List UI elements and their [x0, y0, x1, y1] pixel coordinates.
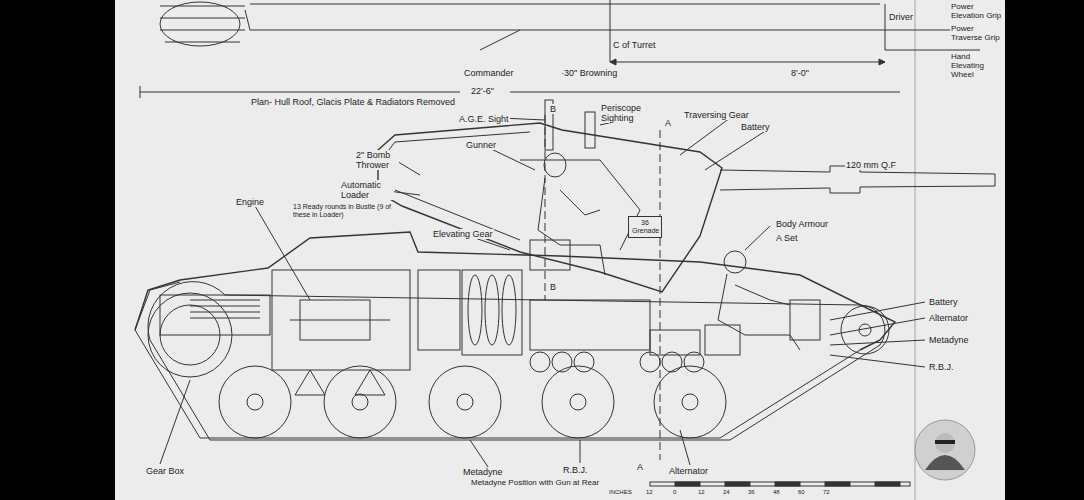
crew-label: Gunner — [465, 140, 497, 150]
weapon-label: 2" Bomb Thrower — [355, 150, 399, 170]
part-label: A Set — [775, 233, 799, 243]
part-label: Metadyne — [928, 335, 970, 345]
part-label: Alternator — [668, 466, 709, 476]
note: 13 Ready rounds in Bustle (9 of these in… — [292, 203, 394, 219]
section-mark: B — [549, 104, 557, 114]
part-label: Gear Box — [145, 466, 185, 476]
part-label: A.G.E. Sight — [458, 114, 510, 124]
section-mark: A — [664, 118, 672, 128]
part-label: Automatic Loader — [340, 180, 394, 200]
control-label: Power Elevation Grip — [950, 2, 1004, 20]
weapon-label: 120 mm Q.F — [845, 160, 897, 170]
scale-number: 48 — [772, 489, 781, 496]
crew-label: Commander — [463, 68, 515, 78]
scale-number: 72 — [822, 489, 831, 496]
section-mark: B — [549, 282, 557, 292]
control-label: Hand Elevating Wheel — [950, 52, 1004, 79]
box-text: 36 Grenade — [629, 217, 661, 237]
part-label: Periscope Sighting — [600, 103, 650, 123]
centerline-label: C of Turret — [612, 40, 657, 50]
view-title: Plan- Hull Roof, Glacis Plate & Radiator… — [250, 97, 456, 107]
scale-number: 0 — [672, 489, 677, 496]
part-label: Battery — [928, 297, 959, 307]
scale-number: 12 — [645, 489, 654, 496]
dimension: 22'-6" — [470, 86, 495, 96]
part-label: Body Armour — [775, 219, 829, 229]
section-mark: A — [636, 462, 644, 472]
scale-number: 36 — [747, 489, 756, 496]
weapon-label: ·30" Browning — [560, 68, 618, 78]
part-label: R.B.J. — [562, 465, 589, 475]
part-label: Engine — [235, 197, 265, 207]
scale-unit: INCHES — [608, 489, 633, 496]
scale-number: 24 — [722, 489, 731, 496]
scale-number: 12 — [697, 489, 706, 496]
note: Metadyne Position with Gun at Rear — [470, 478, 622, 487]
part-label: Metadyne — [462, 467, 504, 477]
part-label: Alternator — [928, 313, 969, 323]
part-label: Driver — [888, 12, 914, 22]
grenade-box: 36 Grenade — [628, 216, 662, 238]
part-label: Battery — [740, 122, 771, 132]
part-label: R.B.J. — [928, 362, 955, 372]
control-label: Power Traverse Grip — [950, 24, 1004, 42]
dimension: 8'-0" — [790, 68, 810, 78]
part-label: Traversing Gear — [683, 110, 750, 120]
part-label: Elevating Gear — [432, 229, 494, 239]
scale-number: 60 — [797, 489, 806, 496]
